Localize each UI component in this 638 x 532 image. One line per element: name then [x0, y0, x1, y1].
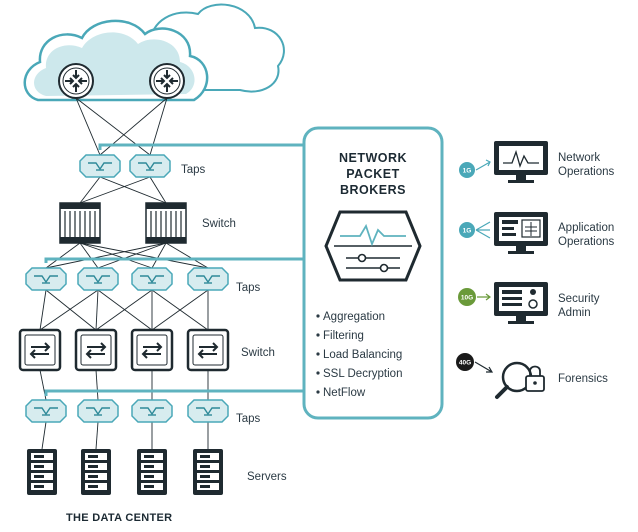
svg-text:Operations: Operations [558, 166, 615, 178]
svg-text:Admin: Admin [558, 307, 591, 319]
feature-item: NetFlow [323, 387, 366, 399]
broker-title-line-1: NETWORK [339, 151, 407, 165]
taps-label-2: Taps [236, 282, 261, 294]
monitor-dashboard-icon [494, 212, 548, 254]
tap-icon [79, 154, 121, 178]
broker-icon [324, 210, 422, 282]
tap-icon [131, 267, 173, 291]
router-icon-1 [58, 63, 94, 99]
svg-text:40G: 40G [459, 360, 471, 367]
feature-list: Aggregation Filtering Load Balancing SSL… [316, 311, 402, 399]
broker-title-line-2: PACKET [346, 167, 399, 181]
tap-icon [187, 399, 229, 423]
switch-label-1: Switch [202, 218, 236, 230]
feature-item: Load Balancing [323, 349, 402, 361]
switch-icon [74, 328, 118, 372]
feature-item: Filtering [323, 330, 364, 342]
switch-icon [18, 328, 62, 372]
tap-icon [25, 399, 67, 423]
taps-label-3: Taps [236, 413, 261, 425]
switch-icon [130, 328, 174, 372]
tap-icon [77, 267, 119, 291]
speed-badge [458, 288, 476, 306]
tap-icon [25, 267, 67, 291]
svg-text:Operations: Operations [558, 236, 615, 248]
server-icon [81, 449, 111, 495]
svg-text:Application: Application [558, 222, 614, 234]
svg-text:1G: 1G [463, 168, 472, 175]
switch-label-2: Switch [241, 347, 275, 359]
speed-badge [459, 222, 475, 238]
tool-application-operations: 1G Application Operations [459, 212, 615, 254]
svg-text:10G: 10G [461, 295, 473, 302]
servers-label: Servers [247, 471, 287, 483]
svg-text:Forensics: Forensics [558, 373, 608, 385]
svg-text:Security: Security [558, 293, 600, 305]
feature-item: Aggregation [323, 311, 385, 323]
server-icon [27, 449, 57, 495]
router-icon-2 [149, 63, 185, 99]
tap-icon [131, 399, 173, 423]
tap-icon [129, 154, 171, 178]
tap-icon [77, 399, 119, 423]
broker-title-line-3: BROKERS [340, 183, 406, 197]
svg-text:1G: 1G [463, 228, 472, 235]
server-icon [137, 449, 167, 495]
tap-feed-lines [44, 143, 304, 396]
tool-forensics: 40G Forensics [456, 353, 608, 399]
magnifier-lock-icon [495, 361, 545, 399]
footer-title: THE DATA CENTER [66, 512, 172, 524]
switch-icon [186, 328, 230, 372]
feature-item: SSL Decryption [323, 368, 402, 380]
switch-icon [59, 202, 101, 244]
monitor-security-icon [494, 282, 548, 324]
tap-icon [187, 267, 229, 291]
speed-badge [456, 353, 474, 371]
connection-lines [39, 97, 209, 450]
taps-label-1: Taps [181, 164, 206, 176]
svg-text:Network: Network [558, 152, 600, 164]
switch-icon [145, 202, 187, 244]
monitor-waveform-icon [494, 141, 548, 183]
tool-security-admin: 10G Security Admin [458, 282, 600, 324]
tool-network-operations: 1G Network Operations [459, 141, 615, 183]
server-icon [193, 449, 223, 495]
speed-badge [459, 162, 475, 178]
